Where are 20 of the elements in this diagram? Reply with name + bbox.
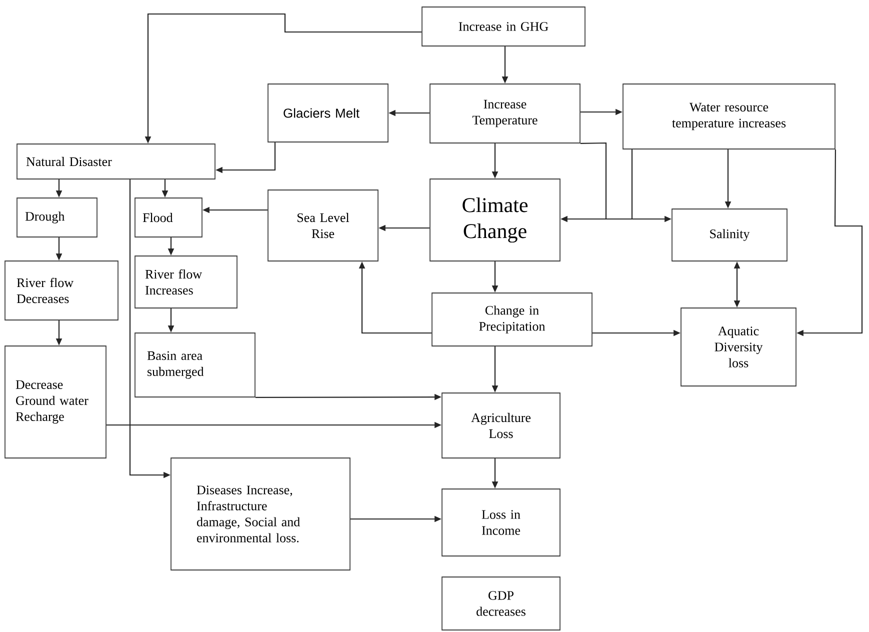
process-box: Natural Disaster	[16, 144, 216, 180]
process-box: Water resource temperature increases	[622, 84, 836, 150]
process-box: Drough	[16, 198, 98, 238]
process-box: Glaciers Melt	[268, 84, 388, 142]
process-box: Loss in Income	[442, 488, 560, 556]
process-box: Salinity	[672, 208, 788, 262]
process-box: Increase in GHG	[422, 6, 586, 46]
process-box: Sea Level Rise	[268, 190, 378, 262]
process-box: Aquatic Diversity loss	[680, 308, 796, 386]
process-box: Change in Precipitation	[432, 292, 592, 346]
process-box: Decrease Ground water Recharge	[4, 346, 106, 458]
process-box: Diseases Increase, Infrastructure damage, Social and environmental loss.	[170, 458, 350, 570]
process-box: Flood	[134, 198, 202, 238]
process-box: Increase Temperature	[430, 84, 580, 144]
process-box: River flow Decreases	[4, 260, 118, 320]
process-box: Basin area submerged	[134, 332, 256, 398]
process-box: GDP decreases	[442, 576, 560, 630]
process-box: Agriculture Loss	[442, 392, 560, 458]
process-box: River flow Increases	[134, 256, 238, 308]
process-box: Climate Change	[430, 178, 560, 262]
